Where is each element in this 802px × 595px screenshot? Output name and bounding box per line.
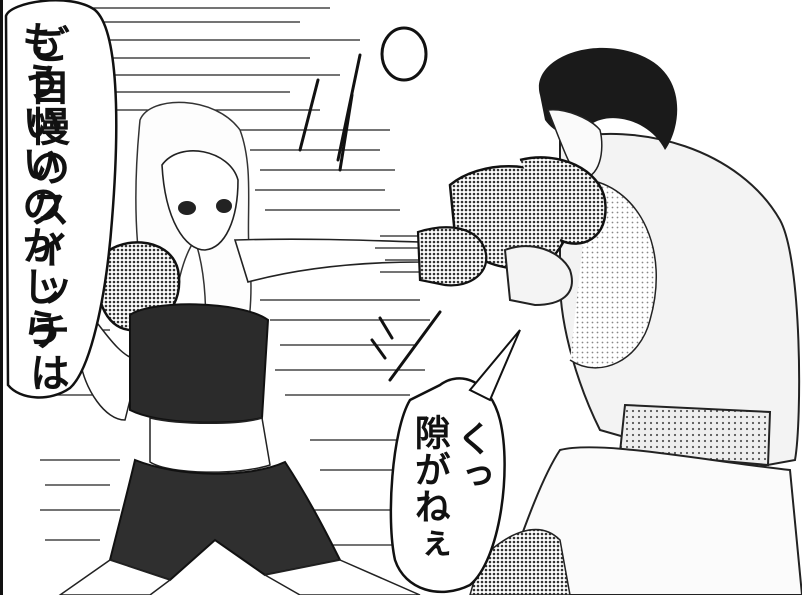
female-boxer xyxy=(58,101,488,595)
speech-bubble-girl xyxy=(4,0,118,399)
speech-girl-line-2: もういいのかしら xyxy=(15,20,61,348)
speech-man-line-1: くっ xyxy=(450,420,492,494)
speech-bubble-tail xyxy=(468,329,521,402)
speech-bubble-man xyxy=(389,377,506,594)
speech-man-line-2: 隙がねぇ xyxy=(408,414,450,562)
sound-effect-circle xyxy=(380,26,428,82)
male-boxer xyxy=(448,47,802,595)
impact-lines xyxy=(298,53,442,382)
speech-girl-line-1: ご自慢のスイッチは xyxy=(23,24,69,393)
panel-border xyxy=(0,0,3,595)
